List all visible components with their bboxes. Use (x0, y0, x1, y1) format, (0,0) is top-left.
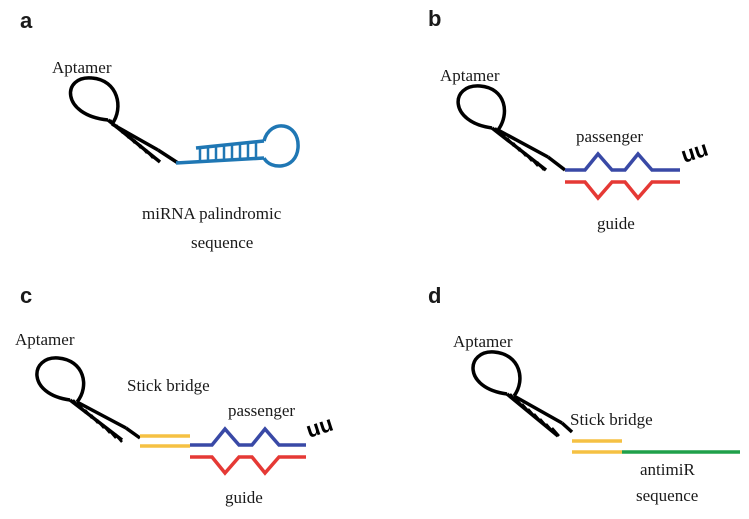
panel-c-guide-strand (190, 455, 306, 476)
panel-b-passenger-label: passenger (576, 127, 643, 146)
panel-b-guide-label: guide (597, 214, 635, 233)
panel-d-bridge-label: Stick bridge (570, 410, 653, 429)
aptamer-base-pairs (72, 399, 123, 443)
panel-a-label: a (20, 8, 33, 33)
panel-c-bridge-label: Stick bridge (127, 376, 210, 395)
aptamer-loop (471, 350, 522, 398)
aptamer-linker (546, 155, 567, 172)
aptamer-linker (157, 148, 179, 165)
panel-a-aptamer (68, 76, 179, 165)
panel-b: b Aptamer passenger guide uu (428, 6, 711, 233)
panel-d-aptamer-label: Aptamer (453, 332, 513, 351)
panel-b-aptamer-label: Aptamer (440, 66, 500, 85)
aptamer-base-pairs (494, 127, 545, 171)
hairpin-base-pairs (198, 142, 258, 162)
panel-a-aptamer-label: Aptamer (52, 58, 112, 77)
aptamer-loop (35, 356, 86, 404)
aptamer-strand-bottom (497, 128, 549, 159)
panel-d-label: d (428, 283, 441, 308)
panel-a-text-line1: miRNA palindromic (142, 204, 282, 223)
panel-b-guide-strand (565, 180, 680, 201)
panel-b-label: b (428, 6, 441, 31)
panel-d: d Aptamer Stick bridge antimiR (428, 283, 740, 505)
panel-d-antimir-line1: antimiR (640, 460, 695, 479)
panel-d-stick-bridge (572, 439, 622, 454)
hairpin-loop (262, 124, 300, 168)
panel-c: c Aptamer Stick bridge passenger (15, 283, 336, 507)
panel-b-aptamer (456, 84, 567, 172)
panel-c-aptamer (35, 356, 142, 443)
panel-d-antimir-line2: sequence (636, 486, 698, 505)
panel-c-stick-bridge (140, 434, 190, 448)
panel-c-uu-overhang: uu (303, 411, 336, 443)
panel-c-label: c (20, 283, 32, 308)
panel-c-guide-label: guide (225, 488, 263, 507)
aptamer-linker (560, 421, 574, 434)
panel-d-aptamer (471, 350, 574, 438)
panel-a: a Aptamer (20, 8, 300, 252)
aptamer-base-pairs (109, 119, 154, 159)
panel-a-text-line2: sequence (191, 233, 253, 252)
panel-c-passenger-label: passenger (228, 401, 295, 420)
panel-b-uu-overhang: uu (678, 136, 711, 168)
aptamer-strand-bottom (513, 394, 563, 425)
panel-c-passenger-strand (190, 426, 306, 447)
hairpin-strand-bottom (175, 156, 265, 165)
aptamer-linker (124, 426, 142, 440)
hairpin-strand-top (195, 139, 265, 150)
panel-b-passenger-strand (565, 151, 680, 172)
panel-c-aptamer-label: Aptamer (15, 330, 75, 349)
aptamer-base-pairs (509, 393, 560, 437)
aptamer-loop (456, 84, 507, 132)
aptamer-loop (68, 76, 120, 126)
aptamer-strand-bottom (76, 400, 127, 430)
panel-a-palindromic-hairpin (175, 124, 300, 168)
